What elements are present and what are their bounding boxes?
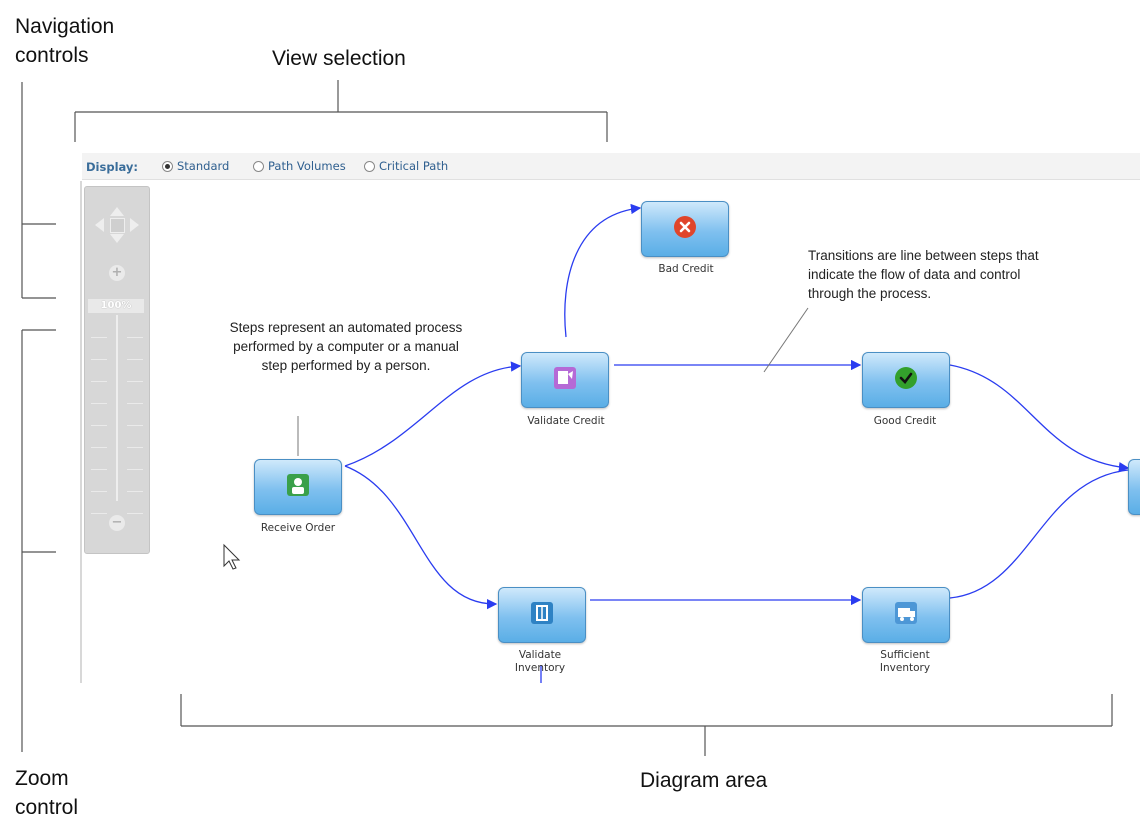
zoom-tick	[91, 491, 107, 492]
transition-validate-credit-to-bad-credit	[564, 203, 642, 338]
radio-path-volumes[interactable]: Path Volumes	[253, 159, 346, 173]
zoom-tick	[127, 469, 143, 470]
radio-unselected-icon	[364, 160, 375, 172]
step-receive-order[interactable]	[254, 459, 342, 515]
note-line: through the process.	[808, 286, 932, 301]
radio-label: Standard	[177, 159, 230, 173]
note-line: performed by a computer or a manual	[233, 339, 459, 354]
navigation-zoom-panel: + 100% −	[84, 186, 150, 554]
step-label-receive-order: Receive Order	[260, 522, 336, 534]
minus-icon: −	[111, 515, 123, 530]
error-icon	[674, 216, 696, 238]
pan-left-icon[interactable]	[95, 218, 104, 232]
zoom-tick	[127, 447, 143, 448]
transition-good-credit-to-next	[949, 364, 1130, 473]
label-line: Validate	[518, 649, 562, 661]
callout-line: Zoom	[15, 767, 69, 790]
step-label-good-credit: Good Credit	[873, 415, 937, 427]
transition-receive-to-validate-inventory	[344, 465, 498, 610]
callout-line: control	[15, 796, 79, 819]
label-line: Sufficient	[880, 649, 930, 661]
radio-standard[interactable]: Standard	[162, 159, 229, 173]
zoom-control-callout: Zoom control	[15, 764, 78, 822]
zoom-tick	[127, 381, 143, 382]
callout-line: controls	[15, 44, 89, 67]
note-line: indicate the flow of data and control	[808, 267, 1021, 282]
document-icon	[554, 367, 576, 389]
diagram-area-callout: Diagram area	[640, 769, 768, 792]
zoom-tick	[91, 337, 107, 338]
note-line: Transitions are line between steps that	[808, 248, 1039, 263]
pan-up-icon[interactable]	[110, 207, 124, 216]
transition-receive-to-validate-credit	[344, 361, 522, 467]
step-label-sufficient-inventory: Sufficient Inventory	[847, 649, 963, 675]
step-next-partial[interactable]	[1128, 459, 1140, 515]
pan-right-icon[interactable]	[130, 218, 139, 232]
zoom-tick	[127, 359, 143, 360]
step-bad-credit[interactable]	[641, 201, 729, 257]
person-icon	[287, 474, 309, 496]
callout-line: Navigation	[15, 15, 115, 38]
radio-label: Critical Path	[379, 159, 449, 173]
step-label-bad-credit: Bad Credit	[658, 263, 714, 275]
transition-sufficient-to-next	[949, 469, 1129, 599]
zoom-tick	[127, 513, 143, 514]
radio-selected-icon	[162, 160, 173, 172]
note-line: Steps represent an automated process	[229, 320, 463, 335]
radio-critical-path[interactable]: Critical Path	[364, 159, 448, 173]
zoom-tick	[91, 513, 107, 514]
view-selection-callout: View selection	[272, 47, 406, 70]
step-validate-credit[interactable]	[521, 352, 609, 408]
pan-control	[93, 201, 141, 249]
diagram-left-border	[80, 181, 82, 683]
truck-icon	[895, 602, 917, 624]
zoom-tick	[91, 447, 107, 448]
view-selection-bar: Display: Standard Path Volumes Critical …	[82, 153, 1140, 180]
navigation-controls-callout: Navigation controls	[15, 12, 114, 70]
zoom-in-button[interactable]: +	[109, 265, 125, 281]
display-label: Display:	[86, 160, 139, 174]
zoom-slider-track[interactable]	[116, 315, 118, 501]
radio-label: Path Volumes	[268, 159, 346, 173]
plus-icon: +	[111, 265, 123, 280]
zoom-out-button[interactable]: −	[109, 515, 125, 531]
step-label-validate-inventory: Validate Inventory	[482, 649, 598, 675]
mouse-cursor-icon	[223, 543, 241, 570]
inventory-icon	[531, 602, 553, 624]
transitions-note-pointer	[763, 307, 809, 373]
zoom-tick	[91, 469, 107, 470]
transitions-annotation: Transitions are line between steps that …	[808, 246, 1108, 303]
radio-unselected-icon	[253, 160, 264, 172]
zoom-tick	[91, 381, 107, 382]
checkmark-icon	[895, 367, 917, 389]
step-sufficient-inventory[interactable]	[862, 587, 950, 643]
zoom-tick	[127, 337, 143, 338]
label-line: Inventory	[514, 662, 566, 674]
label-line: Inventory	[879, 662, 931, 674]
zoom-level-readout: 100%	[88, 299, 144, 313]
step-validate-inventory[interactable]	[498, 587, 586, 643]
zoom-tick	[91, 425, 107, 426]
step-label-validate-credit: Validate Credit	[527, 415, 605, 427]
step-good-credit[interactable]	[862, 352, 950, 408]
zoom-tick	[127, 403, 143, 404]
pan-down-icon[interactable]	[110, 234, 124, 243]
note-line: step performed by a person.	[261, 358, 431, 373]
steps-annotation: Steps represent an automated process per…	[196, 318, 496, 375]
pan-center-icon[interactable]	[110, 218, 125, 233]
zoom-tick	[91, 359, 107, 360]
zoom-tick	[127, 425, 143, 426]
zoom-tick	[127, 491, 143, 492]
zoom-tick	[91, 403, 107, 404]
